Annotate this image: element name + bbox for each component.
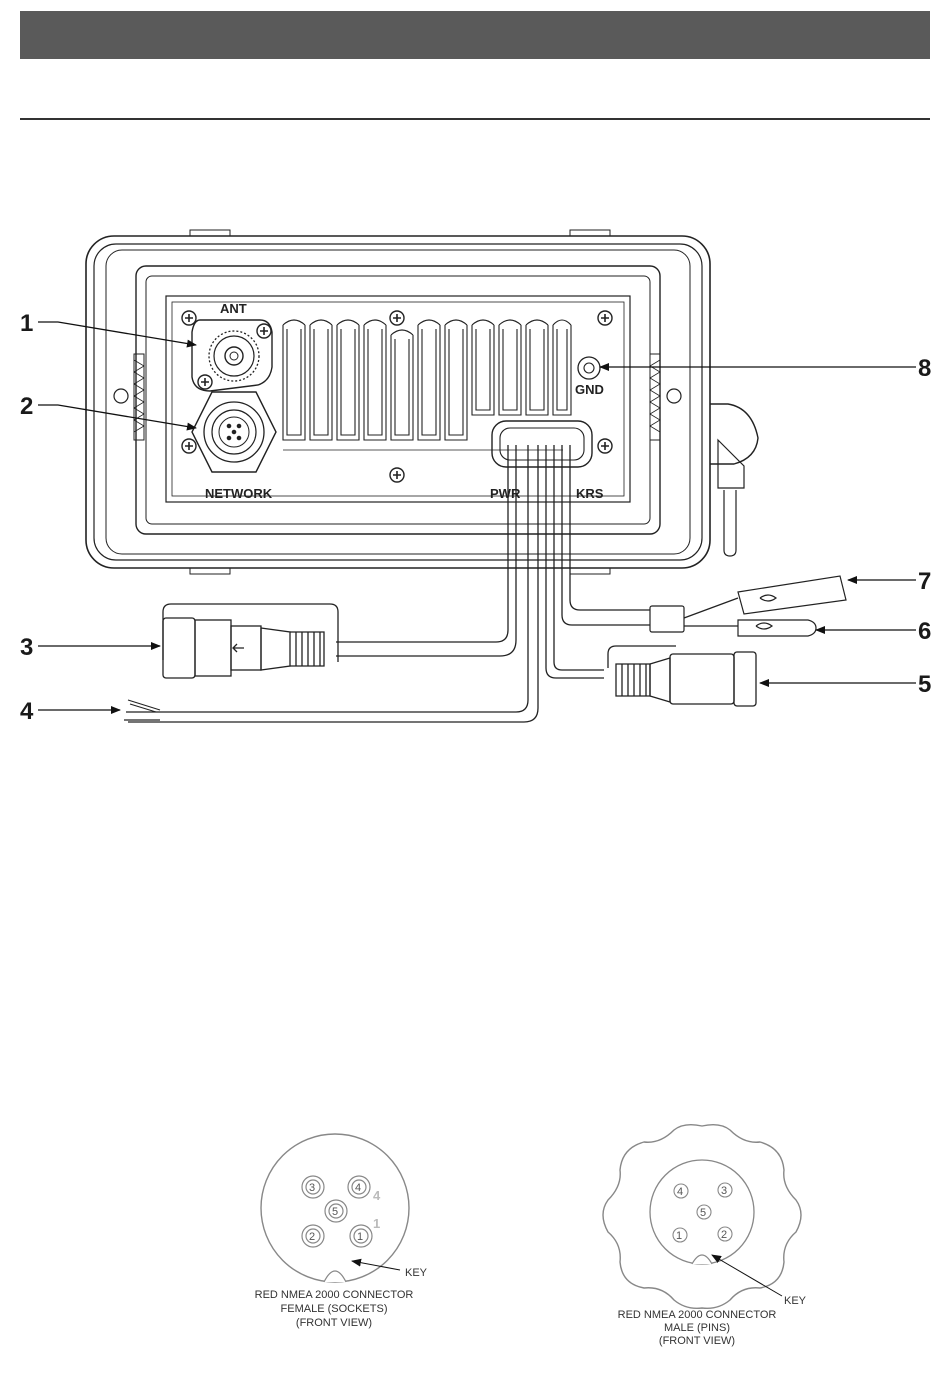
callout-6: 6 — [918, 618, 931, 645]
bare-wire-4 — [124, 700, 160, 720]
male-pin-4: 4 — [677, 1186, 683, 1198]
gnd-label: GND — [575, 382, 604, 397]
female-caption-line-1: RED NMEA 2000 CONNECTOR — [255, 1289, 414, 1301]
callout-3: 3 — [20, 634, 33, 661]
callout-5: 5 — [918, 671, 931, 698]
female-side-mark-4: 4 — [373, 1188, 381, 1203]
female-pin-3: 3 — [309, 1182, 315, 1194]
ground-terminal — [578, 357, 600, 379]
callout-7: 7 — [918, 568, 931, 595]
female-pin-5: 5 — [332, 1206, 338, 1218]
speakers-label: KRS — [576, 486, 604, 501]
female-caption-line-3: (FRONT VIEW) — [296, 1317, 372, 1329]
male-pin-5: 5 — [700, 1207, 706, 1219]
cable-grommet — [492, 421, 592, 467]
callout-2: 2 — [20, 393, 33, 420]
male-plug-5 — [608, 646, 756, 706]
speaker-connectors — [650, 576, 846, 636]
male-pin-1: 1 — [676, 1230, 682, 1242]
female-key-label: KEY — [405, 1267, 428, 1279]
male-key-label: KEY — [784, 1295, 807, 1307]
callout-arrows — [38, 322, 916, 710]
male-connector-front-view: 4 3 5 1 2 KEY RED NMEA 2000 CONNECTOR MA… — [603, 1125, 807, 1347]
male-pin-2: 2 — [721, 1229, 727, 1241]
male-caption-line-2: MALE (PINS) — [664, 1322, 730, 1334]
callout-8: 8 — [918, 355, 931, 382]
network-label: NETWORK — [205, 486, 273, 501]
female-pin-2: 2 — [309, 1231, 315, 1243]
male-pin-3: 3 — [721, 1185, 727, 1197]
ant-label: ANT — [220, 301, 247, 316]
radio-housing — [86, 230, 710, 574]
female-caption-line-2: FEMALE (SOCKETS) — [281, 1303, 388, 1315]
heatsink-fins — [283, 320, 571, 450]
female-side-mark-1: 1 — [373, 1216, 380, 1231]
network-connector — [192, 392, 276, 472]
male-caption-line-1: RED NMEA 2000 CONNECTOR — [618, 1309, 777, 1321]
female-pin-4: 4 — [355, 1182, 361, 1194]
female-pin-1: 1 — [357, 1231, 363, 1243]
male-caption-line-3: (FRONT VIEW) — [659, 1335, 735, 1347]
female-connector-front-view: 3 4 5 2 1 4 1 KEY RED NMEA 2000 CONNECTO… — [255, 1134, 428, 1329]
female-plug-3 — [163, 604, 338, 678]
callout-4: 4 — [20, 698, 34, 725]
antenna-cable — [710, 404, 758, 556]
callout-1: 1 — [20, 310, 33, 337]
